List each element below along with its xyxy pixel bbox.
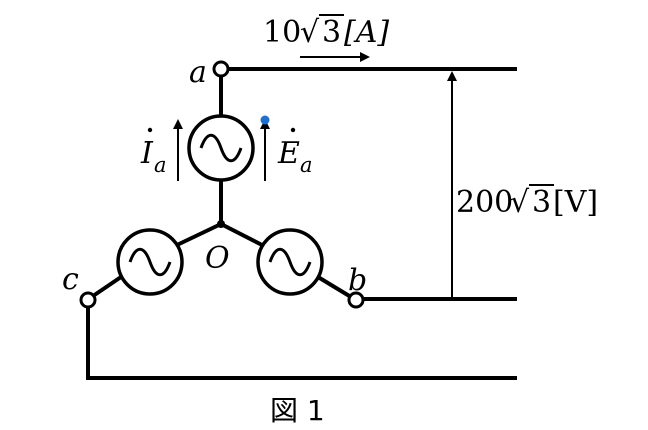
current-value: 10 [263,15,301,50]
terminal-a-label: a [189,55,207,90]
line-voltage-label: 200 √ 3 [V] [456,184,598,220]
phase-current-symbol: I [140,136,154,171]
ac-source-c [116,228,184,296]
terminal-c [79,291,97,309]
current-radicand: 3 [322,15,341,50]
voltage-radical: √ [510,185,530,220]
branch-c-outer [91,275,123,298]
current-radical: √ [300,15,320,50]
figure-caption: 図 1 [270,394,325,427]
terminal-c-label: c [62,262,79,297]
branch-b-inner [220,222,263,247]
phase-current-subscript: a [154,153,167,177]
voltage-unit: [V] [553,185,598,220]
marker-dot [260,115,270,125]
current-unit: [A] [344,15,389,50]
ac-source-b [256,228,324,296]
ac-source-a [187,114,255,182]
phase-emf-symbol: E [277,136,300,171]
phase-current-label: I a [140,127,167,177]
branch-c-inner [176,222,222,247]
branch-b-outer [316,275,353,299]
phase-current-dot [147,127,153,133]
phase-emf-dot [290,127,296,133]
neutral-node [217,220,225,228]
voltage-value: 200 [456,185,513,220]
voltage-radicand: 3 [532,185,551,220]
neutral-label: O [205,241,230,276]
terminal-b [347,291,365,309]
phase-emf-label: E a [277,127,313,177]
terminal-a [212,60,230,78]
line-current-label: 10 √ 3 [A] [263,14,389,50]
terminal-b-label: b [348,263,367,298]
phase-emf-subscript: a [300,153,313,177]
